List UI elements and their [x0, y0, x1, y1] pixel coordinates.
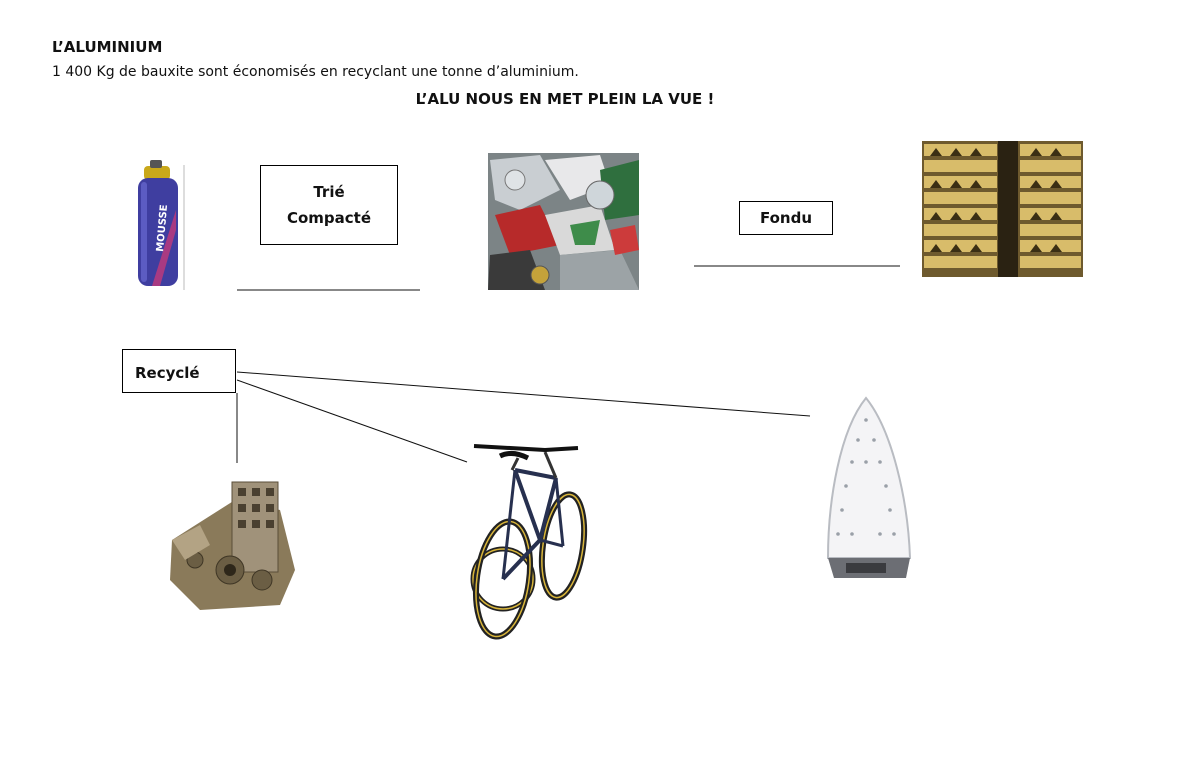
page-title: L’ALUMINIUM [52, 38, 163, 56]
recycled-label: Recyclé [135, 364, 200, 382]
slogan: L’ALU NOUS EN MET PLEIN LA VUE ! [415, 90, 715, 108]
clothes-iron-image [826, 396, 912, 578]
aluminium-ingots-image [922, 141, 1083, 277]
connector-bicycle [236, 379, 468, 463]
compacted-cans-image [488, 153, 639, 290]
sorted-compacted-box: Trié Compacté [260, 165, 398, 245]
spray-can-image: MOUSSE [138, 160, 185, 290]
melted-label: Fondu [759, 209, 813, 227]
engine-block-image [170, 481, 295, 610]
connector-iron [236, 371, 811, 417]
melted-box: Fondu [739, 201, 833, 235]
spray-can-label: MOUSSE [155, 204, 170, 252]
page-subtitle: 1 400 Kg de bauxite sont économisés en r… [52, 64, 579, 80]
bicycle-image [470, 444, 588, 640]
sorted-label: Trié [313, 183, 345, 201]
compacted-label: Compacté [286, 209, 372, 227]
recycled-box: Recyclé [122, 349, 236, 393]
